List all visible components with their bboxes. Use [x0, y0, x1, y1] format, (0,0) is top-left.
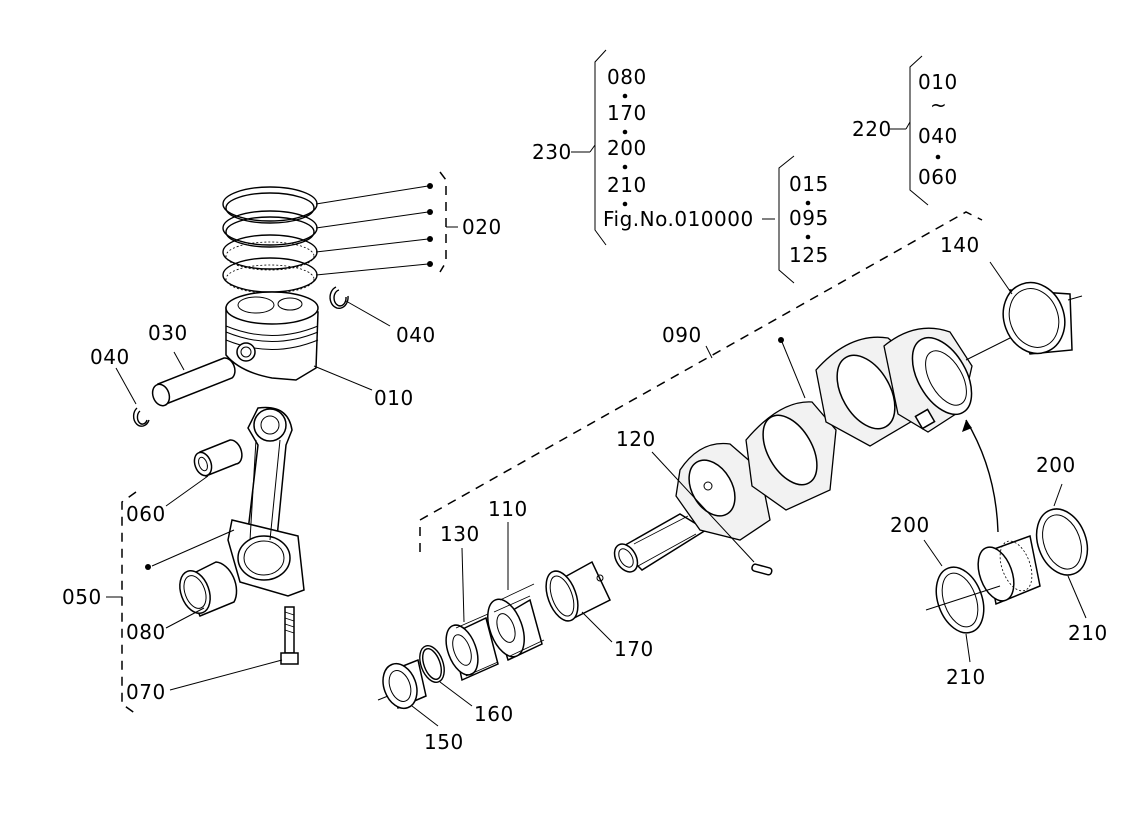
- label-080: 080: [126, 620, 166, 644]
- label-010: 010: [374, 386, 414, 410]
- group-230-list: 230 080 170 200 210 Fig.No.010000 015 09…: [532, 49, 829, 284]
- o-ring: 160: [419, 645, 514, 726]
- label-110: 110: [488, 497, 528, 521]
- label-130: 130: [440, 522, 480, 546]
- fig-item-1: 015: [789, 172, 829, 196]
- ring-4: [222, 257, 318, 293]
- crankshaft-bush: 140: [940, 233, 1083, 355]
- thrust-washer-left: 200 210: [890, 513, 1001, 689]
- label-050: 050: [62, 585, 102, 609]
- front-collar: 150: [377, 658, 464, 754]
- label-210-left: 210: [946, 665, 986, 689]
- g220-to: 040: [918, 124, 958, 148]
- label-020: 020: [462, 215, 502, 239]
- label-030: 030: [148, 321, 188, 345]
- crank-gear: 110: [487, 497, 545, 662]
- label-070: 070: [126, 680, 166, 704]
- label-200-right: 200: [1036, 453, 1076, 477]
- label-060: 060: [126, 502, 166, 526]
- main-bearing: [977, 534, 1041, 606]
- label-170: 170: [614, 637, 654, 661]
- piston-pin: 030: [148, 321, 236, 407]
- label-150: 150: [424, 730, 464, 754]
- g220-last: 060: [918, 165, 958, 189]
- oil-pump-gear: 130: [440, 522, 499, 682]
- label-230: 230: [532, 140, 572, 164]
- label-160: 160: [474, 702, 514, 726]
- label-140: 140: [940, 233, 980, 257]
- group-220-list: 220 010 ~ 040 060: [852, 55, 958, 206]
- brace-230: [594, 49, 607, 246]
- label-090: 090: [662, 323, 702, 347]
- fig-item-2: 095: [789, 206, 829, 230]
- g230-item-3: 200: [607, 136, 647, 160]
- fig-reference: Fig.No.010000: [603, 207, 754, 231]
- g220-range: ~: [930, 93, 947, 117]
- label-120: 120: [616, 427, 656, 451]
- assembly-arrow: [965, 419, 999, 533]
- rod-bolt: 070: [126, 606, 299, 704]
- label-040-left: 040: [90, 345, 130, 369]
- crankpin-bearing: 080: [126, 561, 238, 644]
- piston: 010: [225, 291, 414, 410]
- rod-small-end: [253, 408, 287, 442]
- brace-050: [121, 491, 137, 715]
- pin-boss: [236, 342, 256, 362]
- g220-from: 010: [918, 70, 958, 94]
- fig-item-3: 125: [789, 243, 829, 267]
- brace-020: [439, 171, 447, 273]
- crankshaft-bearing-front: 170: [545, 560, 654, 661]
- crank-group-boundary: [419, 211, 983, 552]
- connecting-rod: [145, 406, 305, 597]
- g230-item-4: 210: [607, 173, 647, 197]
- woodruff-key: 120: [616, 427, 773, 576]
- piston-crown: [225, 291, 319, 325]
- snap-ring-right: 040: [329, 286, 436, 347]
- g230-item-2: 170: [607, 101, 647, 125]
- piston-rings: 020: [222, 171, 502, 294]
- thrust-washer-right: 200 210: [1035, 453, 1108, 645]
- snap-ring-left: 040: [90, 345, 150, 427]
- label-200-left: 200: [890, 513, 930, 537]
- label-220: 220: [852, 117, 892, 141]
- label-040-right: 040: [396, 323, 436, 347]
- brace-fig-items: [778, 155, 795, 284]
- g230-item-1: 080: [607, 65, 647, 89]
- small-end-bushing: 060: [126, 439, 243, 526]
- brace-220: [909, 55, 929, 206]
- label-210-right: 210: [1068, 621, 1108, 645]
- crankshaft: 090: [419, 211, 1011, 573]
- ring-3: [222, 234, 318, 270]
